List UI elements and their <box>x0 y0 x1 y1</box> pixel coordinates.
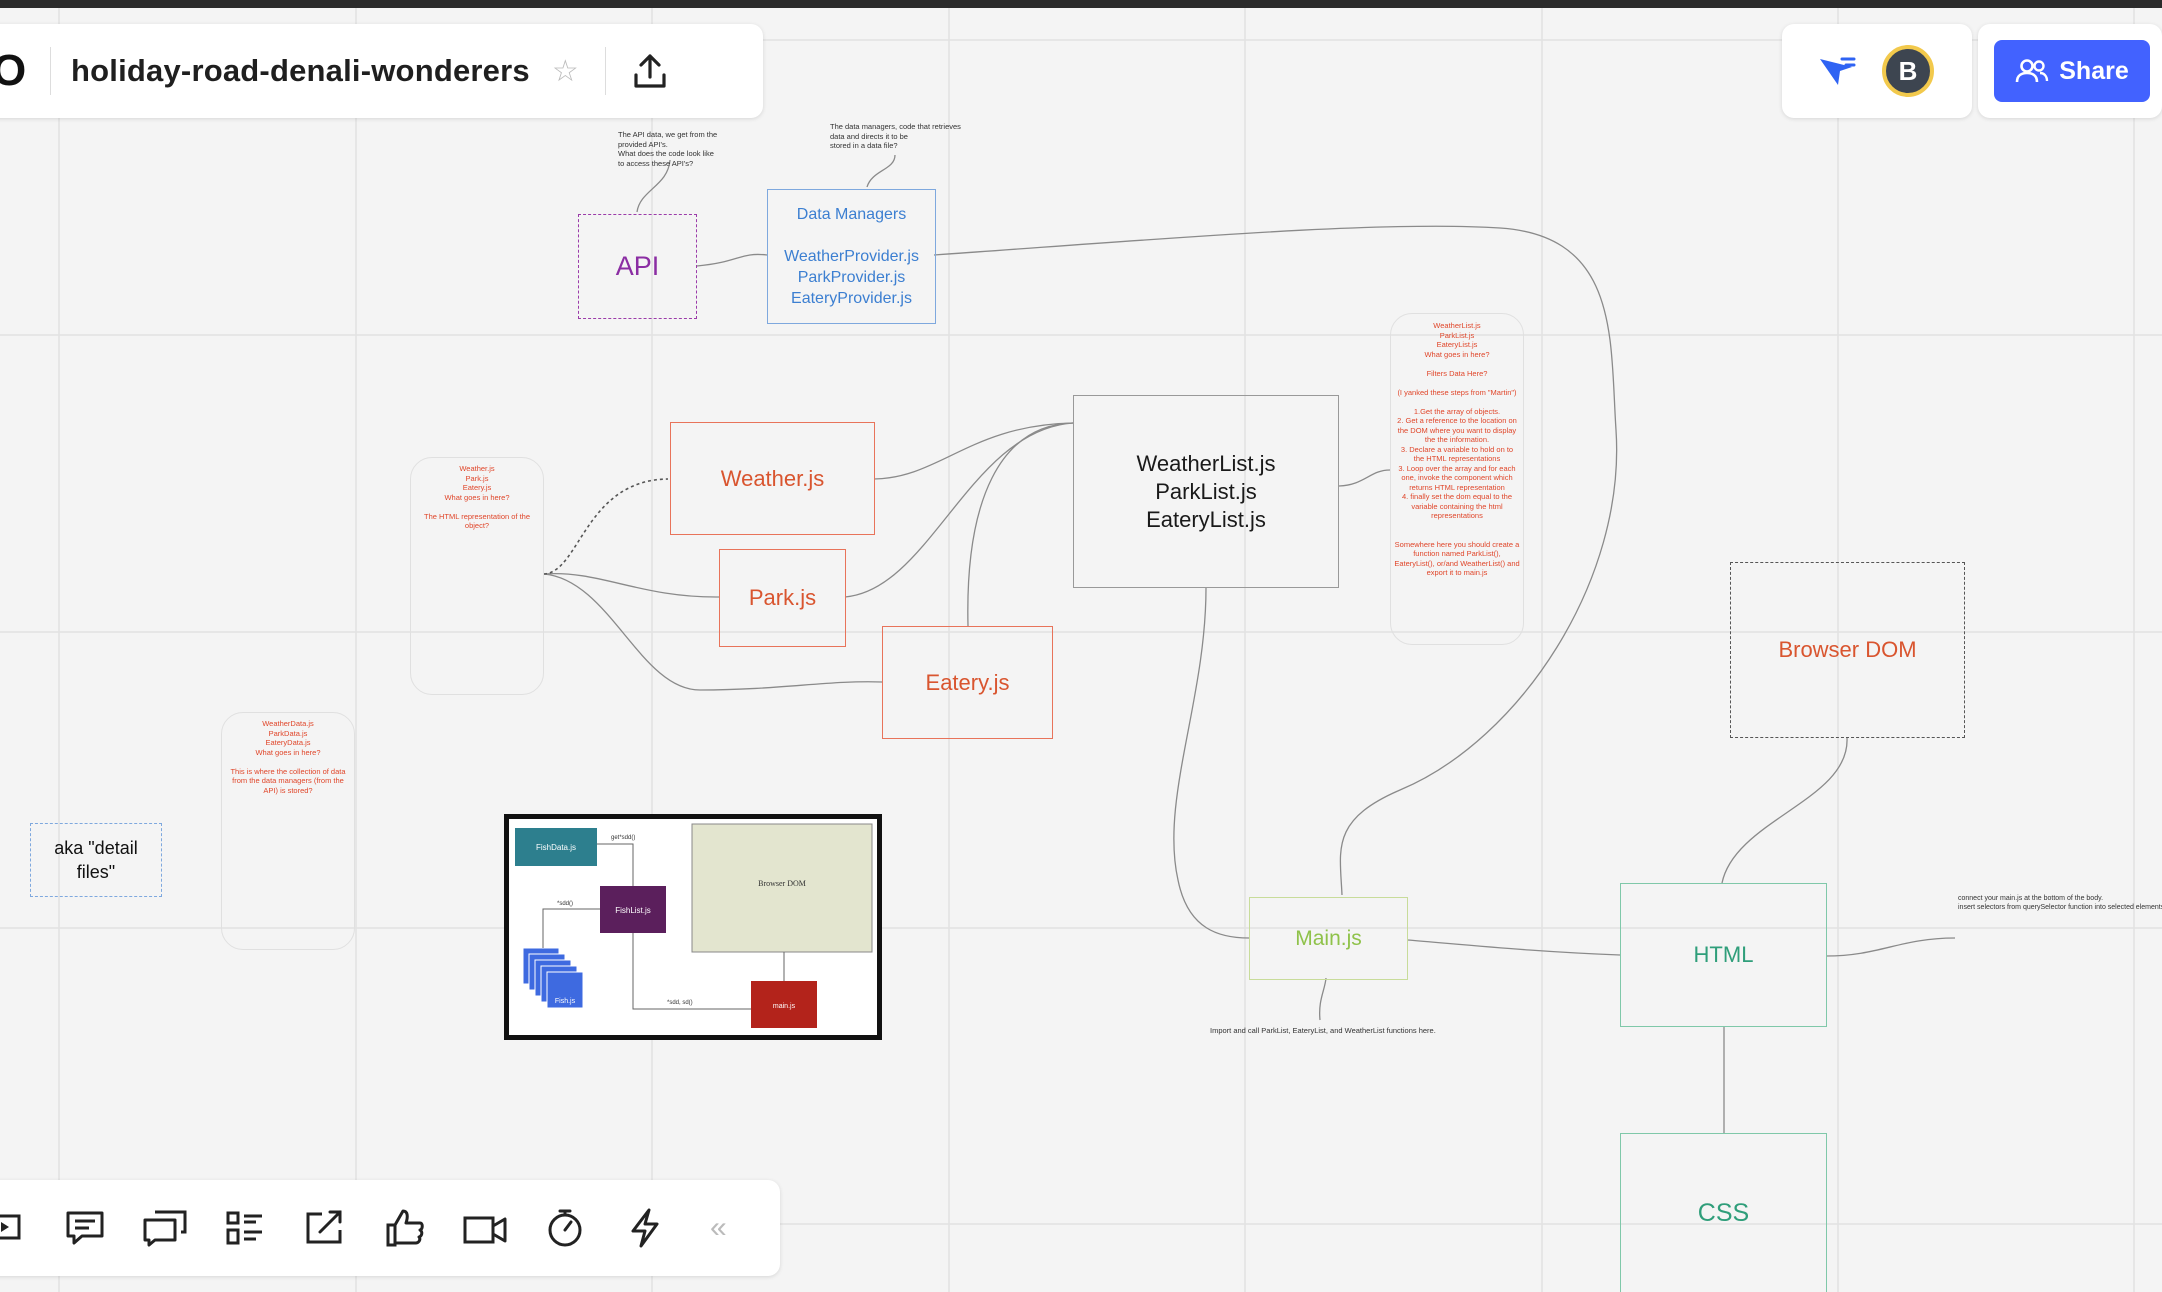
eatery-js-label: Eatery.js <box>925 669 1010 695</box>
video-icon[interactable] <box>460 1203 510 1253</box>
collaboration-toolbar: « <box>0 1180 780 1276</box>
html-label: HTML <box>1693 942 1754 967</box>
connector-datamanagers-note <box>866 154 896 188</box>
embedded-main-label: main.js <box>773 1003 796 1010</box>
avatar[interactable]: B <box>1882 45 1934 97</box>
api-node[interactable]: API <box>578 214 697 319</box>
embedded-fishlist-box <box>600 886 666 933</box>
api-note[interactable]: The API data, we get from the provided A… <box>618 130 718 168</box>
share-label: Share <box>2059 56 2129 85</box>
lightning-icon[interactable] <box>620 1203 670 1253</box>
park-js-label: Park.js <box>748 585 817 610</box>
main-js-node[interactable]: Main.js <box>1249 897 1408 980</box>
embedded-html-label: *sdd, sd() <box>667 1000 693 1006</box>
upload-icon[interactable] <box>628 49 672 93</box>
timer-icon[interactable] <box>540 1203 590 1253</box>
eatery-provider-file: EateryProvider.js <box>791 290 912 307</box>
embedded-call-label: *sdd() <box>557 901 573 907</box>
collaborators-panel: B <box>1782 24 1972 118</box>
embedded-arrows <box>542 843 785 1010</box>
connector-weather-lists <box>873 422 1074 480</box>
connector-component-park <box>543 572 721 598</box>
data-note-card[interactable]: WeatherData.js ParkData.js EateryData.js… <box>221 712 355 950</box>
embedded-fishlist-label: FishList.js <box>615 906 651 915</box>
weather-provider-file: WeatherProvider.js <box>784 248 919 265</box>
weather-list-file: WeatherList.js <box>1136 450 1276 476</box>
embedded-browser-dom-label: Browser DOM <box>758 879 806 888</box>
css-label: CSS <box>1697 1198 1750 1227</box>
browser-dom-label: Browser DOM <box>1778 637 1917 662</box>
list-note: WeatherList.js ParkList.js EateryList.js… <box>1394 321 1520 577</box>
connector-main-html <box>1407 939 1621 956</box>
board-title-panel: O holiday-road-denali-wonderers ☆ <box>0 24 763 118</box>
screen-share-icon[interactable] <box>300 1203 350 1253</box>
data-managers-node[interactable]: Data Managers WeatherProvider.js ParkPro… <box>767 189 936 324</box>
card-list-icon[interactable] <box>220 1203 270 1253</box>
connector-lines <box>543 154 1956 1133</box>
reaction-icon[interactable] <box>380 1203 430 1253</box>
data-managers-heading: Data Managers <box>796 206 907 223</box>
title-divider <box>50 47 51 95</box>
html-note[interactable]: connect your main.js at the bottom of th… <box>1958 895 2162 911</box>
lists-node[interactable]: WeatherList.js ParkList.js EateryList.js <box>1073 395 1339 588</box>
connector-api-datamanagers <box>696 253 768 267</box>
main-js-label: Main.js <box>1295 926 1362 950</box>
connector-lists-note <box>1338 469 1391 487</box>
browser-dom-node[interactable]: Browser DOM <box>1730 562 1965 738</box>
park-js-node[interactable]: Park.js <box>719 549 846 647</box>
connector-component-weather <box>543 478 669 575</box>
weather-js-node[interactable]: Weather.js <box>670 422 875 535</box>
present-icon[interactable] <box>0 1203 30 1253</box>
weather-js-label: Weather.js <box>720 465 825 491</box>
window-top-edge <box>0 0 2162 8</box>
board-title[interactable]: holiday-road-denali-wonderers <box>71 53 530 88</box>
embedded-fishdata-box <box>515 828 597 866</box>
share-panel: Share <box>1978 24 2162 118</box>
comment-icon[interactable] <box>60 1203 110 1253</box>
collapse-toolbar-button[interactable]: « <box>710 1211 727 1244</box>
embedded-diagram-drawing: FishData.js FishList.js Fish.js Browser … <box>515 823 873 1028</box>
embedded-main-box <box>751 981 817 1028</box>
park-list-file: ParkList.js <box>1155 478 1257 504</box>
api-label: API <box>615 251 660 281</box>
connector-html-note <box>1825 937 1956 957</box>
connector-lists-main <box>1173 587 1250 939</box>
aka-label: aka "detail files" <box>54 838 138 882</box>
embedded-get-label: get*sdd() <box>611 835 635 841</box>
component-note-card[interactable]: Weather.js Park.js Eatery.js What goes i… <box>410 457 544 695</box>
star-icon[interactable]: ☆ <box>551 54 579 88</box>
embedded-fish-stack <box>522 947 584 1009</box>
css-node[interactable]: CSS <box>1620 1133 1827 1292</box>
app-logo[interactable]: O <box>0 46 27 95</box>
data-note: WeatherData.js ParkData.js EateryData.js… <box>230 719 346 795</box>
eatery-js-node[interactable]: Eatery.js <box>882 626 1053 739</box>
html-node[interactable]: HTML <box>1620 883 1827 1027</box>
connector-component-eatery <box>543 573 883 691</box>
data-managers-note[interactable]: The data managers, code that retrieves d… <box>830 122 961 150</box>
park-provider-file: ParkProvider.js <box>797 269 906 286</box>
connector-main-note <box>1318 977 1327 1021</box>
share-button[interactable]: Share <box>1994 40 2150 102</box>
embedded-fishdata-label: FishData.js <box>536 843 576 852</box>
connector-api-note <box>636 159 671 213</box>
main-note[interactable]: Import and call ParkList, EateryList, an… <box>1210 1026 1436 1035</box>
eatery-list-file: EateryList.js <box>1146 506 1266 532</box>
export-divider <box>604 47 606 95</box>
connector-datamanagers-main <box>933 225 1618 896</box>
list-note-card[interactable]: WeatherList.js ParkList.js EateryList.js… <box>1390 313 1524 645</box>
embedded-diagram-image[interactable]: FishData.js FishList.js Fish.js Browser … <box>504 814 882 1040</box>
embedded-browser-dom-box <box>691 823 873 953</box>
people-icon <box>2015 59 2049 83</box>
chat-icon[interactable] <box>140 1203 190 1253</box>
embedded-fish-label: Fish.js <box>555 998 576 1005</box>
connector-park-lists <box>844 422 1074 598</box>
follow-cursor-icon[interactable] <box>1812 47 1860 95</box>
connector-eatery-lists <box>967 422 1074 627</box>
aka-note-node[interactable]: aka "detail files" <box>30 823 162 897</box>
connector-dom-html <box>1721 737 1848 884</box>
component-note: Weather.js Park.js Eatery.js What goes i… <box>423 464 531 530</box>
